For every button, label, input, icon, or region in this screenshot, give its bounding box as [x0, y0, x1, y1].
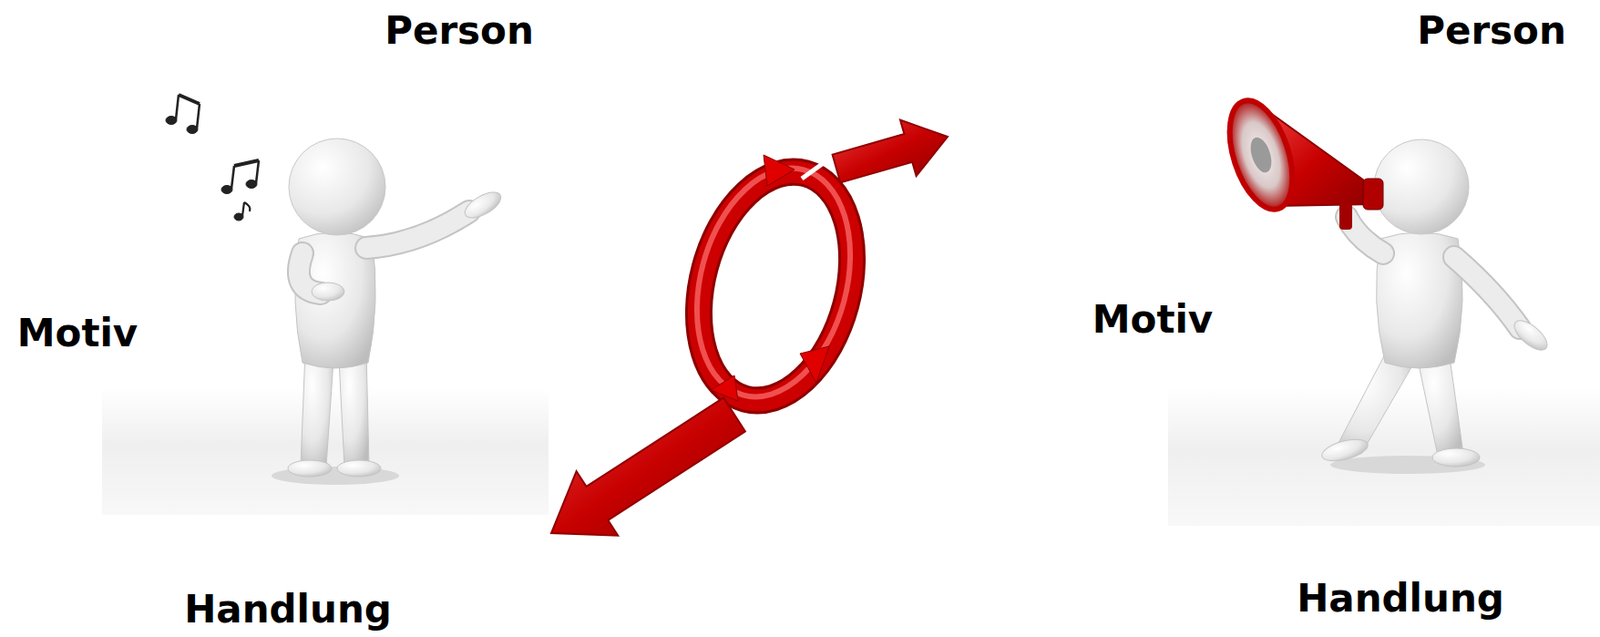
- head: [288, 138, 386, 236]
- cycle-arrowhead: [800, 346, 830, 383]
- figure-label: Person: [384, 11, 534, 51]
- note-stem: [196, 103, 200, 129]
- interaction-cycle: [551, 120, 948, 536]
- music-notes: [165, 94, 259, 221]
- foot: [287, 460, 332, 477]
- hand: [461, 186, 505, 223]
- megaphone-mouthpiece: [1363, 178, 1384, 210]
- arm-outline: [1454, 256, 1520, 329]
- note-stem: [256, 160, 259, 184]
- foot: [1432, 448, 1480, 467]
- figure-label: Person: [1416, 11, 1567, 51]
- hand: [311, 282, 345, 301]
- note-stem: [175, 94, 179, 120]
- figure-label: Motiv: [1092, 300, 1214, 339]
- megaphone-person: [1168, 92, 1600, 526]
- note-beam: [234, 160, 259, 166]
- cycle-arrowhead: [710, 375, 739, 401]
- singing-person: [102, 138, 549, 515]
- megaphone-bell: [1217, 92, 1304, 217]
- figure-label: Motiv: [17, 314, 139, 353]
- outgoing-arrow: [551, 398, 746, 536]
- megaphone-throat: [1246, 134, 1275, 175]
- megaphone-handle: [1339, 202, 1353, 230]
- raised-arm: [366, 211, 470, 248]
- foot: [337, 460, 381, 477]
- foot: [1319, 435, 1370, 466]
- note-flag: [244, 202, 250, 212]
- note-stem: [242, 202, 245, 216]
- cycle-gap: [801, 162, 825, 179]
- figure-label: Handlung: [1296, 579, 1505, 618]
- hand: [1509, 315, 1553, 356]
- outgoing-arrow: [832, 120, 948, 184]
- note-stem: [231, 165, 235, 189]
- cycle-arrowhead: [763, 154, 795, 186]
- arm-outline: [366, 211, 470, 248]
- figure-label: Handlung: [184, 590, 392, 629]
- head: [1374, 139, 1469, 235]
- extended-arm: [1454, 256, 1520, 329]
- note-beam: [178, 94, 200, 104]
- cycle-highlight: [673, 151, 875, 415]
